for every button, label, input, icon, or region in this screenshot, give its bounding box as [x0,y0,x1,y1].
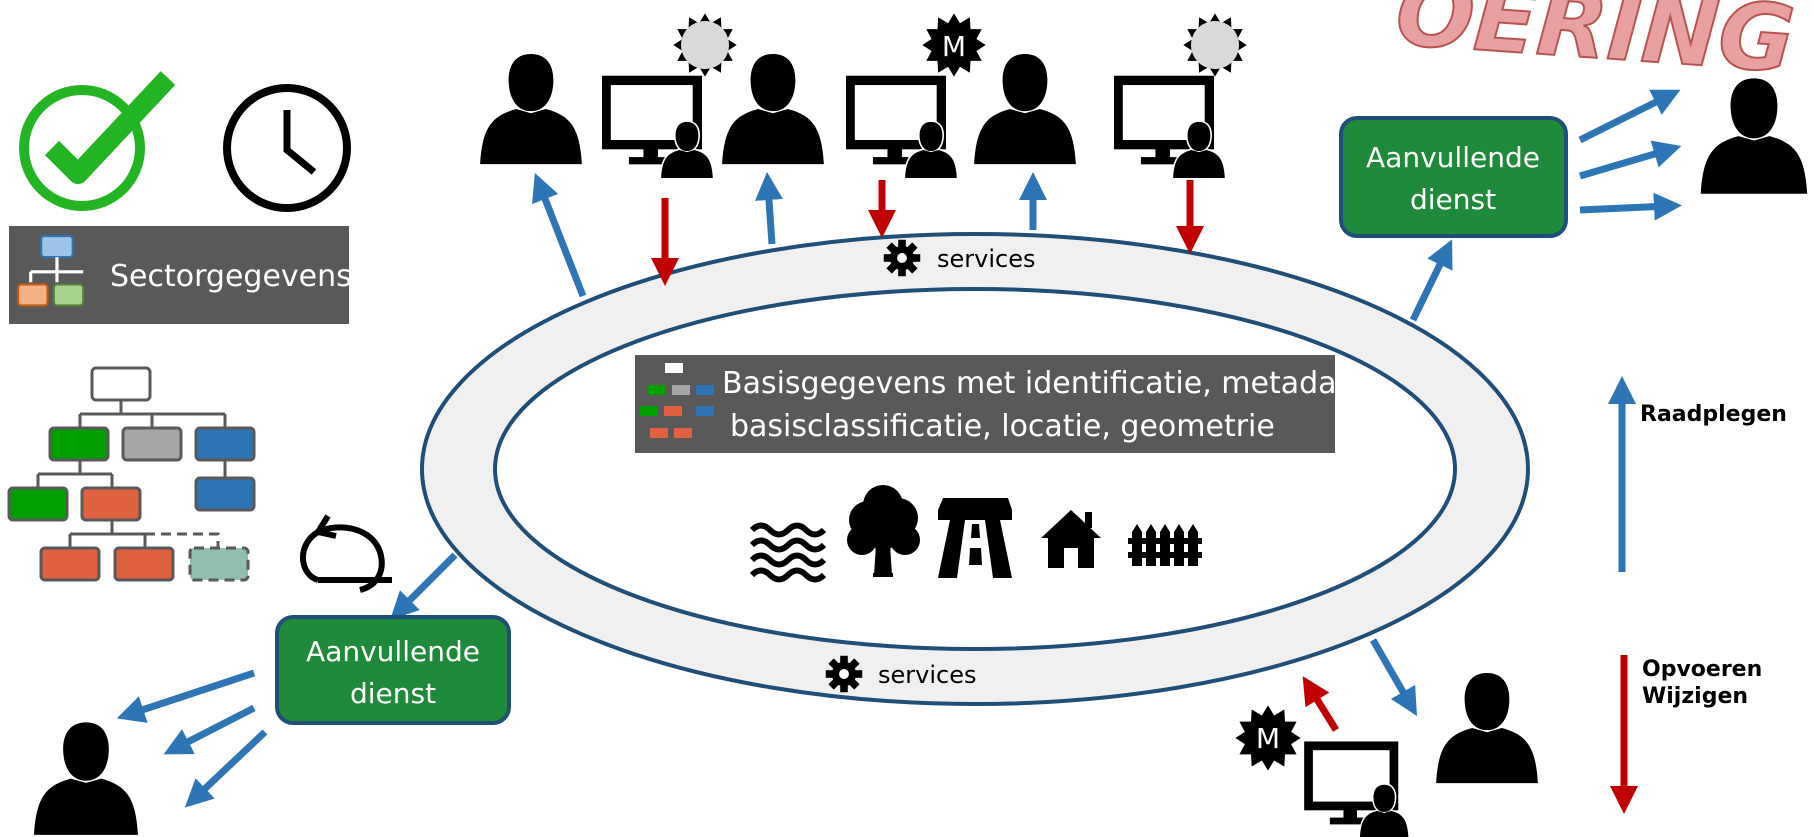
service-box-right: Aanvullende dienst [1339,116,1568,238]
core-label-line1: Basisgegevens met identificatie, metadat… [722,366,1367,401]
arrow-consult [1409,239,1453,322]
arrow-consult [532,172,587,298]
person-icon [34,722,138,835]
service-box-left: Aanvullende dienst [275,615,511,725]
clock-icon [223,84,351,212]
arrow-consult [163,704,256,755]
arrow-consult [1578,89,1681,144]
person-icon [1700,78,1808,194]
service-right-line2: dienst [1410,183,1496,216]
gear-icon [825,655,863,693]
service-left-line2: dienst [350,677,436,710]
core-ring [420,232,1530,706]
org-chart-icon [7,366,256,582]
arrow-consult [184,729,268,808]
computer-user-icon [1118,80,1225,178]
core-label-line2: basisclassificatie, locatie, geometrie [730,409,1275,444]
arrow-consult [390,552,458,620]
agile-cycle-icon [300,514,392,593]
arrow-edit [1302,676,1339,732]
legend-edit-label-2: Wijzigen [1642,684,1748,709]
org-chart-icon [640,363,714,438]
arrow-consult [1369,638,1418,717]
arrow-consult [116,669,256,723]
gear-icon [883,239,921,277]
services-label-bottom: services [878,661,976,689]
computer-user-icon [1309,746,1409,837]
check-icon [19,71,176,211]
person-icon [722,53,824,165]
arrow-consult [754,172,783,245]
legend-edit-label-1: Opvoeren [1642,657,1762,682]
service-right-line1: Aanvullende [1366,141,1540,174]
fence-icon [1128,524,1202,566]
road-icon [938,498,1012,578]
legend-consult-label: Raadplegen [1640,402,1787,427]
person-icon [974,53,1076,165]
banner-text: OERING [1393,0,1798,93]
person-icon [1436,672,1538,784]
water-icon [749,522,827,583]
computer-user-icon [850,80,957,178]
legend: Raadplegen Opvoeren Wijzigen [1608,376,1787,814]
core-data-box: Basisgegevens met identificatie, metadat… [635,355,1367,453]
arrow-consult [1579,140,1682,180]
computer-user-icon [606,80,713,178]
badge-letter: M [1256,722,1280,755]
tree-icon [847,485,920,577]
badge-letter: M [942,30,966,63]
arrow-consult [1579,192,1682,221]
services-label-top: services [937,245,1035,273]
sector-label: Sectorgegevens [110,259,352,294]
house-icon [1041,510,1101,568]
service-left-line1: Aanvullende [306,635,480,668]
person-icon [480,53,582,165]
sector-box: Sectorgegevens [9,226,352,324]
